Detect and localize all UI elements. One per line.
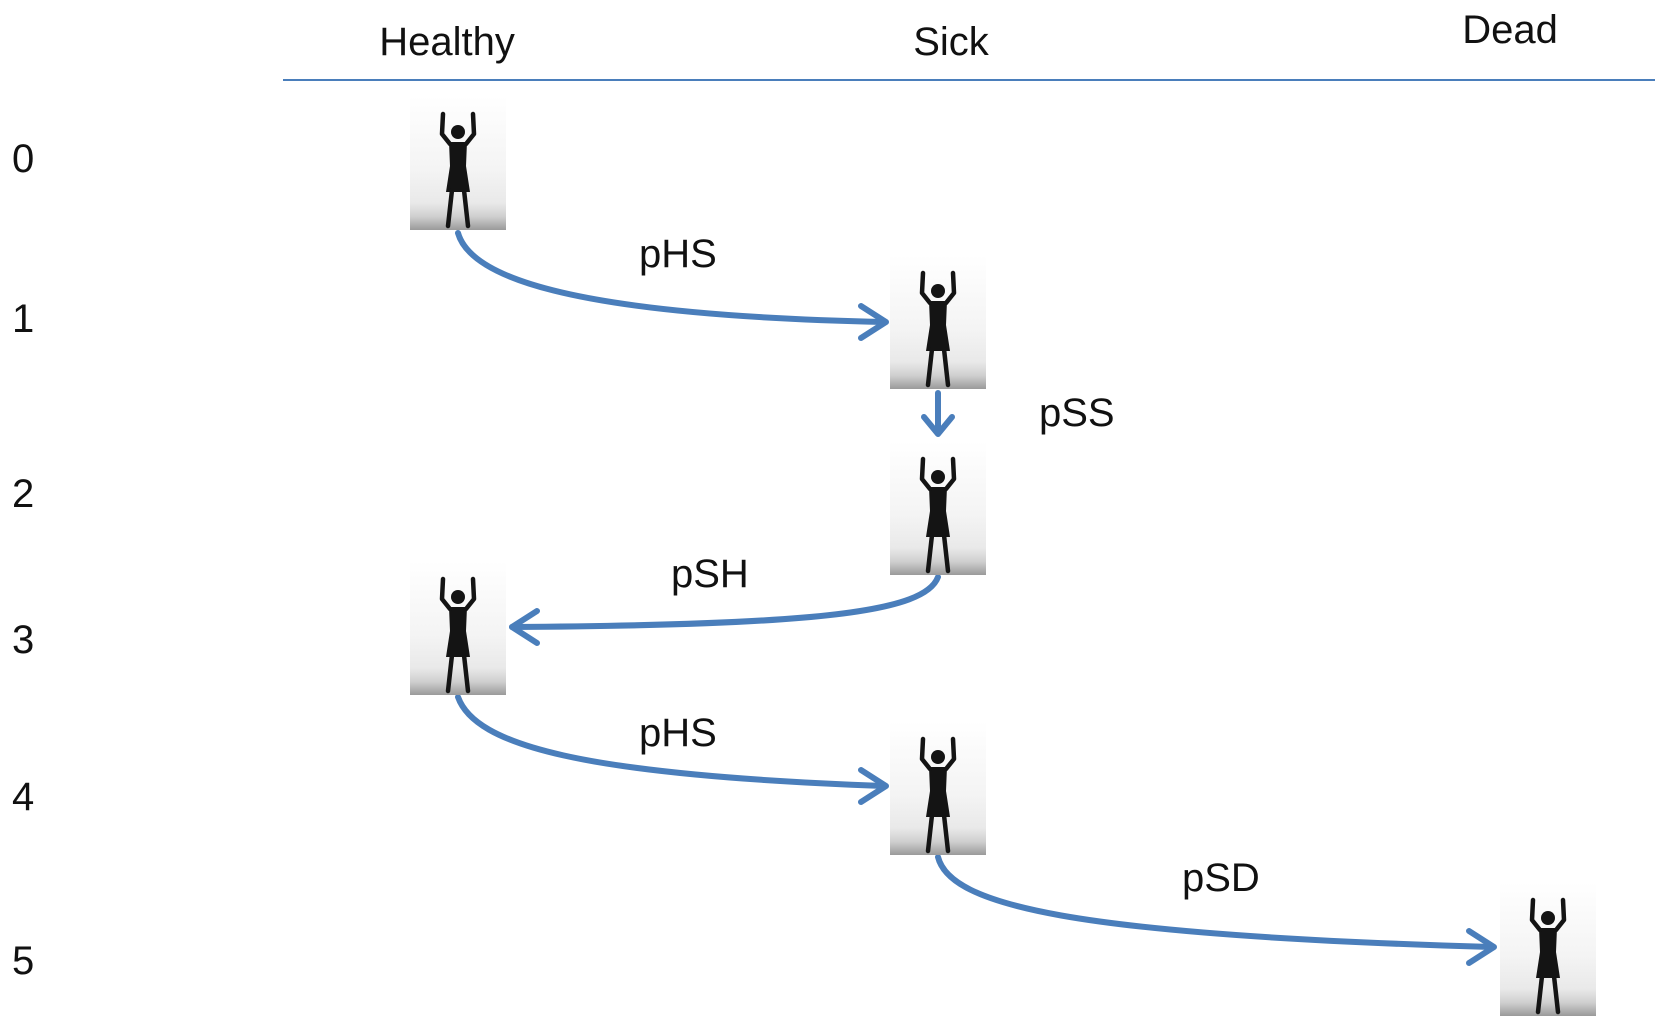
time-step-0: 0 xyxy=(12,137,35,181)
time-step-5: 5 xyxy=(12,939,35,983)
transition-label-1-2: pSS xyxy=(1039,391,1115,435)
person-silhouette-icon xyxy=(1500,882,1596,1016)
arrowhead-2-3 xyxy=(509,608,540,646)
state-header-sick: Sick xyxy=(913,20,989,64)
transition-label-2-3: pSH xyxy=(671,552,749,596)
time-step-1: 1 xyxy=(12,297,35,341)
time-step-4: 4 xyxy=(12,775,35,819)
person-silhouette-icon xyxy=(410,561,506,695)
person-silhouette-icon xyxy=(890,721,986,855)
state-header-dead: Dead xyxy=(1462,8,1558,52)
transition-arrow-2-3 xyxy=(509,574,941,630)
arrowhead-0-1 xyxy=(858,303,889,341)
state-header-healthy: Healthy xyxy=(379,20,515,64)
person-silhouette-icon xyxy=(890,255,986,389)
time-step-3: 3 xyxy=(12,618,35,662)
transition-label-4-5: pSD xyxy=(1182,856,1260,900)
transition-label-3-4: pHS xyxy=(639,711,717,755)
transition-arrow-4-5 xyxy=(935,854,1495,950)
person-silhouette-icon xyxy=(410,96,506,230)
transition-arrow-0-1 xyxy=(455,230,887,325)
arrowhead-4-5 xyxy=(1466,928,1497,966)
arrowhead-3-4 xyxy=(858,767,889,805)
transition-label-0-1: pHS xyxy=(639,232,717,276)
transition-arrow-3-4 xyxy=(455,694,887,789)
arrowhead-1-2 xyxy=(921,414,955,437)
time-step-2: 2 xyxy=(12,472,35,516)
person-silhouette-icon xyxy=(890,441,986,575)
